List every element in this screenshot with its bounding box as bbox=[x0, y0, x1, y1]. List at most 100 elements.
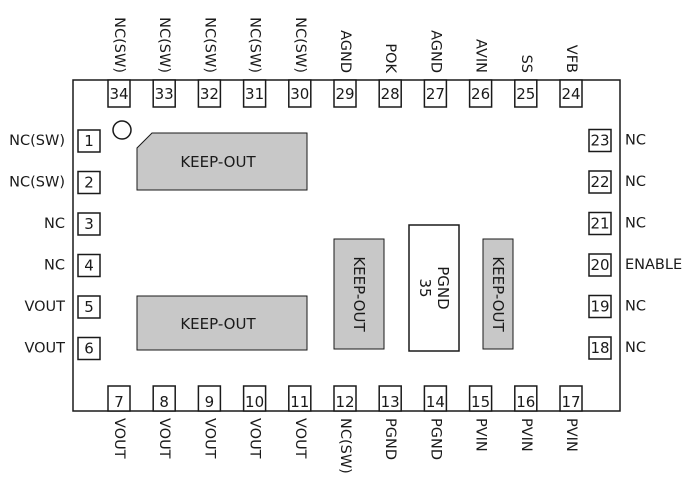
pin-28-label: POK bbox=[382, 43, 398, 73]
pin-12 bbox=[333, 385, 357, 412]
pin-8 bbox=[152, 385, 176, 412]
pin-25 bbox=[514, 79, 538, 108]
pin-22-number: 22 bbox=[590, 173, 609, 191]
pin-17-number: 17 bbox=[561, 393, 580, 411]
pin-14 bbox=[423, 385, 448, 412]
pin-23 bbox=[588, 128, 612, 153]
pad-35-label: PGND bbox=[434, 266, 452, 309]
pin-13 bbox=[378, 385, 402, 412]
pin-3-label: NC bbox=[44, 216, 65, 232]
pin-7 bbox=[107, 385, 131, 412]
pin-23-label: NC bbox=[625, 133, 646, 149]
pin-5-label: VOUT bbox=[24, 299, 65, 315]
pin-15 bbox=[468, 385, 493, 412]
pin-20-label: ENABLE bbox=[625, 257, 682, 273]
pin-11-number: 11 bbox=[290, 393, 309, 411]
pin-6-label: VOUT bbox=[24, 341, 65, 357]
pin-16-number: 16 bbox=[516, 393, 535, 411]
pin1-marker bbox=[112, 120, 132, 140]
pin-9-label: VOUT bbox=[201, 418, 217, 459]
pin-18-number: 18 bbox=[590, 339, 609, 357]
pin-22 bbox=[588, 170, 612, 194]
pin-26-number: 26 bbox=[471, 85, 490, 103]
pin-12-label: NC(SW) bbox=[337, 418, 353, 474]
pin-17-label: PVIN bbox=[563, 418, 579, 452]
pin-15-label: PVIN bbox=[473, 418, 489, 452]
pin-19-label: NC bbox=[625, 299, 646, 315]
pin-14-label: PGND bbox=[427, 418, 443, 460]
pin-24 bbox=[559, 79, 583, 108]
pin-21-label: NC bbox=[625, 216, 646, 232]
pin-28-number: 28 bbox=[381, 85, 400, 103]
pin-29-label: AGND bbox=[337, 30, 353, 73]
pin-23-number: 23 bbox=[590, 132, 609, 150]
pin-15-number: 15 bbox=[471, 393, 490, 411]
pin-6-number: 6 bbox=[84, 340, 94, 358]
pin-9-number: 9 bbox=[205, 393, 215, 411]
pin-21 bbox=[588, 211, 612, 236]
pin-25-number: 25 bbox=[516, 85, 535, 103]
pin-4-number: 4 bbox=[84, 257, 94, 275]
pin-1-number: 1 bbox=[84, 132, 94, 150]
keepout-right-label: KEEP-OUT bbox=[489, 256, 507, 332]
pin-26 bbox=[468, 79, 493, 108]
pin-2 bbox=[77, 170, 101, 195]
pin-2-label: NC(SW) bbox=[9, 175, 65, 191]
pin-11 bbox=[288, 385, 312, 412]
pin-33-number: 33 bbox=[155, 85, 174, 103]
pin-3 bbox=[77, 212, 101, 236]
pin-17 bbox=[559, 385, 583, 412]
pin-34-number: 34 bbox=[109, 85, 128, 103]
pin-13-number: 13 bbox=[381, 393, 400, 411]
pin-19-number: 19 bbox=[590, 298, 609, 316]
pin-16-label: PVIN bbox=[518, 418, 534, 452]
pin-31-label: NC(SW) bbox=[247, 17, 263, 73]
keepout-top-left-label: KEEP-OUT bbox=[180, 153, 256, 171]
keepout-center-label: KEEP-OUT bbox=[350, 256, 368, 332]
pin-5 bbox=[77, 295, 101, 319]
keepout-top-left bbox=[136, 132, 308, 191]
pin-21-number: 21 bbox=[590, 215, 609, 233]
pin-8-label: VOUT bbox=[156, 418, 172, 459]
pin-12-number: 12 bbox=[335, 393, 354, 411]
pin-31 bbox=[242, 79, 267, 108]
keepout-bottom-left-label: KEEP-OUT bbox=[180, 315, 256, 333]
pin-27-number: 27 bbox=[426, 85, 445, 103]
pin-1-label: NC(SW) bbox=[9, 133, 65, 149]
pin-34-label: NC(SW) bbox=[111, 17, 127, 73]
pin-16 bbox=[514, 385, 538, 412]
pin-4-label: NC bbox=[44, 258, 65, 274]
pin-32-number: 32 bbox=[200, 85, 219, 103]
pin-33-label: NC(SW) bbox=[156, 17, 172, 73]
pin-26-label: AVIN bbox=[473, 39, 489, 73]
pin-14-number: 14 bbox=[426, 393, 445, 411]
pin-13-label: PGND bbox=[382, 418, 398, 460]
pin-25-label: SS bbox=[518, 55, 534, 73]
pin-29 bbox=[333, 79, 357, 108]
pin-11-label: VOUT bbox=[292, 418, 308, 459]
pin-31-number: 31 bbox=[245, 85, 264, 103]
pin-30-number: 30 bbox=[290, 85, 309, 103]
pin-10-label: VOUT bbox=[247, 418, 263, 459]
pin-24-number: 24 bbox=[561, 85, 580, 103]
pin-5-number: 5 bbox=[84, 298, 94, 316]
pin-1 bbox=[77, 129, 101, 153]
keepout-bottom-left bbox=[136, 295, 308, 351]
pin-29-number: 29 bbox=[335, 85, 354, 103]
pin-20-number: 20 bbox=[590, 256, 609, 274]
pin-2-number: 2 bbox=[84, 174, 94, 192]
pin-7-label: VOUT bbox=[111, 418, 127, 459]
pin-32-label: NC(SW) bbox=[201, 17, 217, 73]
pad-35-number: 35 bbox=[416, 278, 434, 297]
pin-20 bbox=[588, 253, 612, 277]
pin-30 bbox=[288, 79, 312, 108]
keepout-right bbox=[482, 238, 514, 350]
pin-27 bbox=[423, 79, 448, 108]
pin-18-label: NC bbox=[625, 340, 646, 356]
pin-6 bbox=[77, 336, 101, 361]
pin-9 bbox=[197, 385, 222, 412]
pin-7-number: 7 bbox=[114, 393, 124, 411]
pin-24-label: VFB bbox=[563, 45, 579, 73]
